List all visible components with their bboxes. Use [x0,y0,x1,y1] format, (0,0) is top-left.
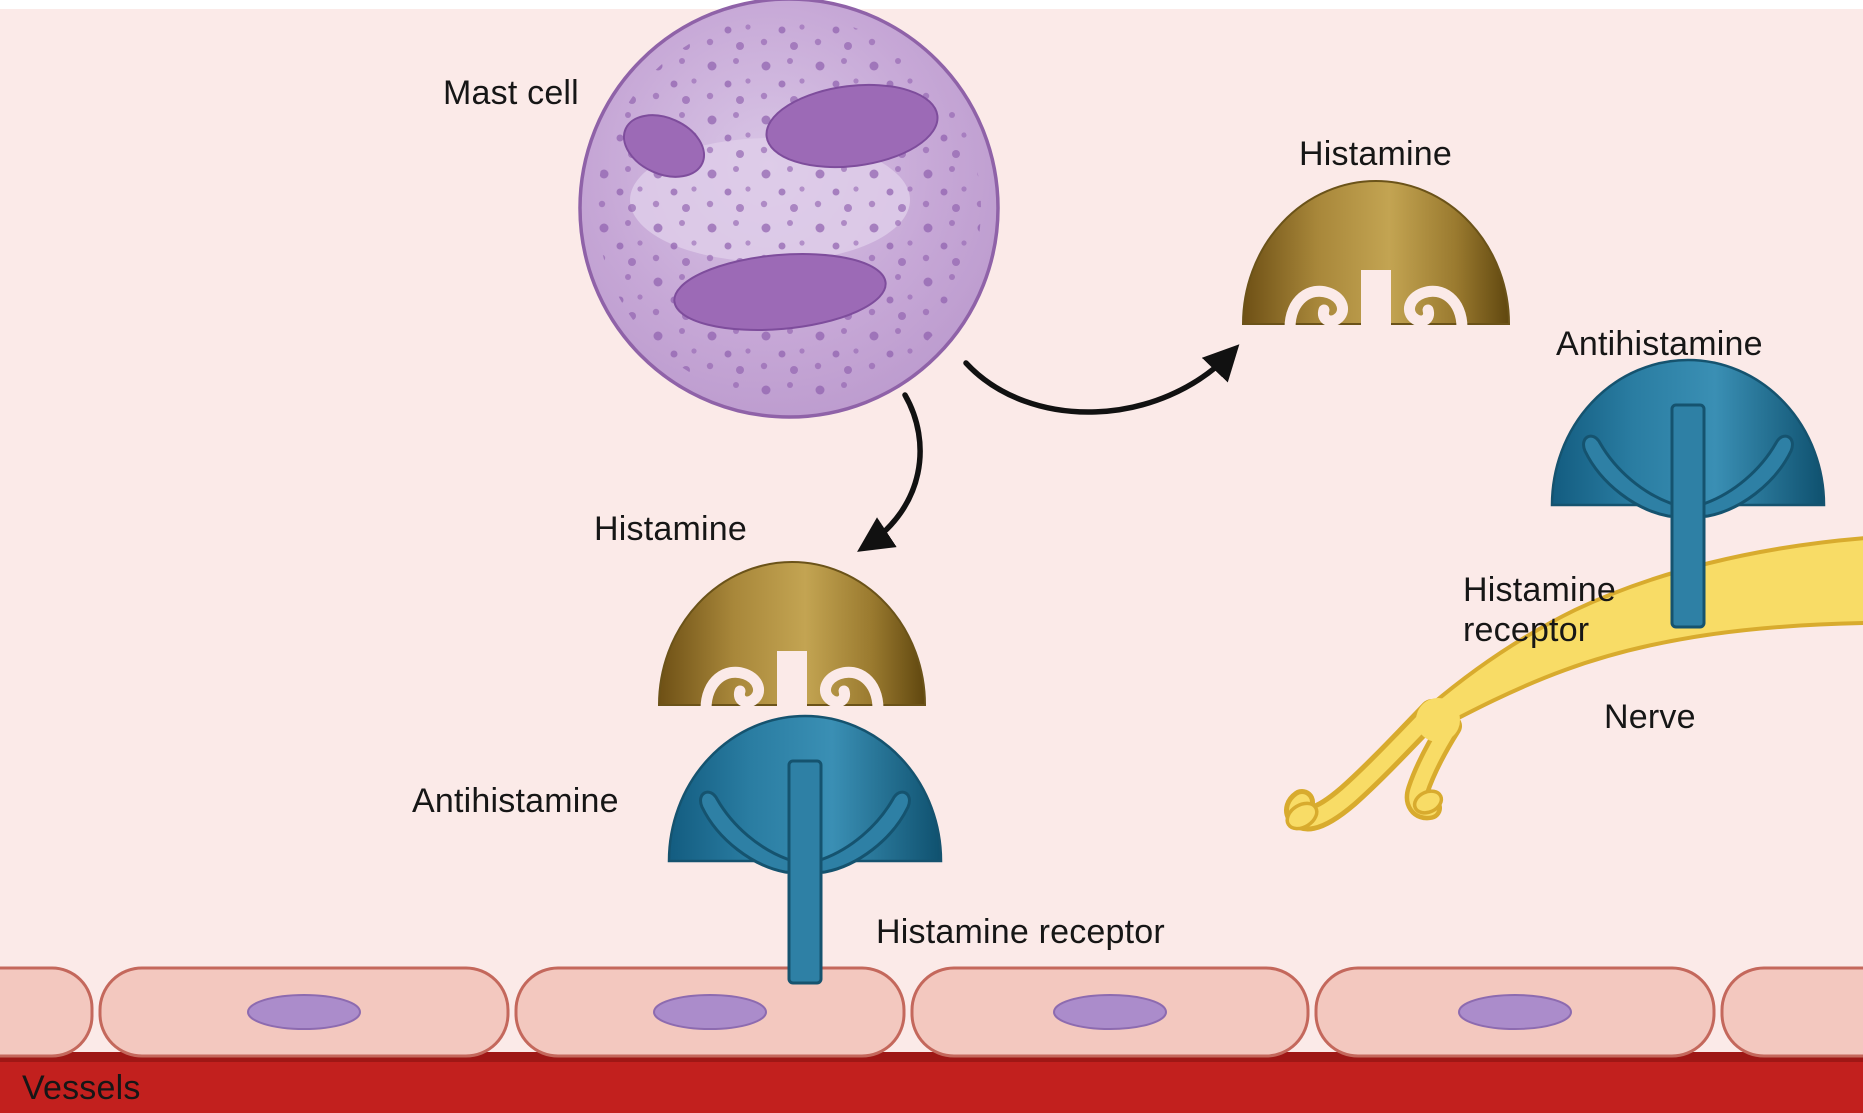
histamine-receptor-center-label: Histamine receptor [876,913,1165,951]
histamine-receptor-right-label: Histamine receptor [1463,570,1616,650]
histamine-top-label: Histamine [1299,135,1452,173]
nerve-terminal-bouton [1285,801,1319,831]
nerve-label: Nerve [1604,698,1696,736]
mast-cell [578,0,1000,419]
antihistamine-center-label: Antihistamine [412,782,619,820]
histamine-center-label: Histamine [594,510,747,548]
top-white-strip [0,0,1863,9]
mast-cell-nucleus-lobe [673,253,887,331]
mast-cell-label: Mast cell [443,74,579,112]
nerve-terminal-bouton [1412,789,1444,815]
blood-vessel [0,1052,1863,1113]
vessels-label: Vessels [22,1069,141,1107]
endothelial-nuclei [247,994,1572,1030]
histamine-receptor-right-line2: receptor [1463,611,1590,650]
mast-cell-granules [597,16,981,400]
mast-cell-nucleus-lobe [765,83,939,169]
antihistamine-right-label: Antihistamine [1556,325,1763,363]
nerve-fiber [1284,536,1863,832]
mast-cell-nucleus-lobe [622,114,706,178]
histamine-receptor-right-line1: Histamine [1463,571,1616,609]
arrow-to-histamine-top [963,344,1240,415]
arrow-to-histamine-center [857,392,923,552]
